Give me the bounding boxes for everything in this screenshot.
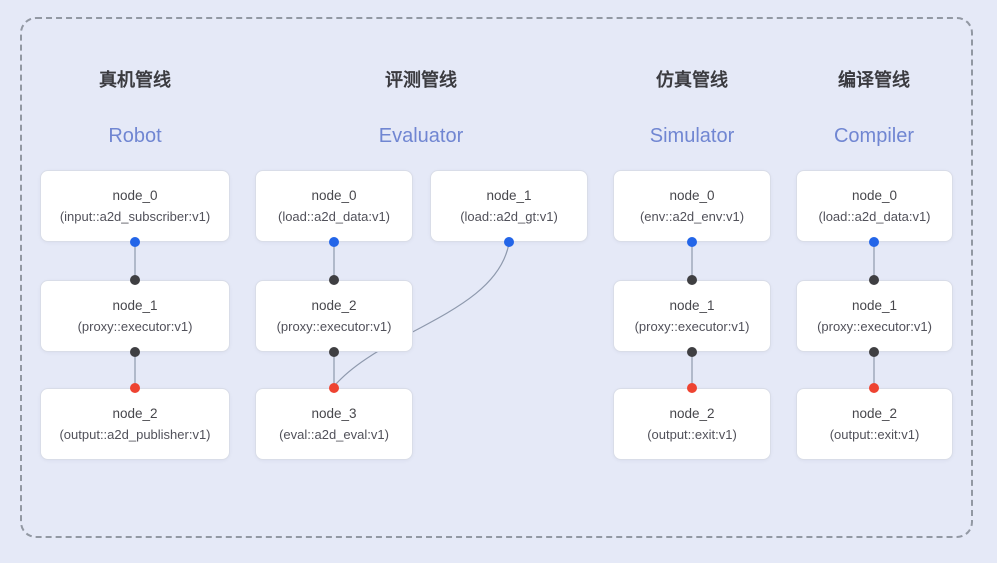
pipeline-title-en-compiler: Compiler [833,125,915,147]
node-simulator-0: node_0 (env::a2d_env:v1) [613,170,771,242]
node-compiler-2: node_2 (output::exit:v1) [796,388,953,460]
pipeline-title-zh-robot: 真机管线 [99,70,171,90]
node-type: (proxy::executor:v1) [276,318,392,334]
node-evaluator-2: node_2 (proxy::executor:v1) [255,280,413,352]
port-output-dot [504,237,514,247]
port-input-dot [130,275,140,285]
node-title: node_0 [669,188,715,204]
pipeline-title-en-simulator: Simulator [649,125,735,147]
node-type: (input::a2d_subscriber:v1) [59,208,211,224]
node-title: node_2 [851,406,898,422]
diagram-dashed-frame [20,17,973,538]
node-robot-0: node_0 (input::a2d_subscriber:v1) [40,170,230,242]
pipeline-title-en-robot: Robot [108,125,162,147]
node-type: (load::a2d_data:v1) [277,208,391,224]
port-output-dot [869,237,879,247]
node-type: (output::a2d_publisher:v1) [59,426,211,442]
pipeline-title-zh-simulator: 仿真管线 [656,70,728,90]
edge-evaluator-n1-n3-curve [335,242,510,385]
node-title: node_0 [311,188,357,204]
node-evaluator-0: node_0 (load::a2d_data:v1) [255,170,413,242]
node-title: node_2 [669,406,715,422]
node-type: (load::a2d_data:v1) [818,208,931,224]
node-compiler-1: node_1 (proxy::executor:v1) [796,280,953,352]
node-title: node_1 [112,298,158,314]
pipeline-title-zh-compiler: 编译管线 [838,70,910,90]
node-type: (proxy::executor:v1) [77,318,193,334]
node-simulator-1: node_1 (proxy::executor:v1) [613,280,771,352]
port-input-dot [687,275,697,285]
port-output-dot [130,347,140,357]
node-type: (load::a2d_gt:v1) [460,208,558,224]
node-type: (env::a2d_env:v1) [639,208,745,224]
node-title: node_2 [311,298,357,314]
node-title: node_0 [112,188,158,204]
node-type: (proxy::executor:v1) [817,318,932,334]
node-title: node_2 [112,406,158,422]
node-robot-2: node_2 (output::a2d_publisher:v1) [40,388,230,460]
port-output-dot [687,237,697,247]
node-title: node_3 [311,406,357,422]
node-type: (output::exit:v1) [647,426,737,442]
port-input-dot [329,275,339,285]
node-robot-1: node_1 (proxy::executor:v1) [40,280,230,352]
port-output-dot [687,347,697,357]
pipeline-title-en-evaluator: Evaluator [378,125,464,147]
port-input-dot [130,383,140,393]
port-input-dot [329,383,339,393]
port-output-dot [869,347,879,357]
port-output-dot [329,237,339,247]
node-title: node_0 [851,188,898,204]
port-input-dot [869,275,879,285]
pipeline-title-zh-evaluator: 评测管线 [385,70,457,90]
node-title: node_1 [851,298,898,314]
node-evaluator-3: node_3 (eval::a2d_eval:v1) [255,388,413,460]
node-compiler-0: node_0 (load::a2d_data:v1) [796,170,953,242]
node-title: node_1 [486,188,532,204]
node-type: (proxy::executor:v1) [634,318,750,334]
node-type: (eval::a2d_eval:v1) [279,426,389,442]
port-output-dot [329,347,339,357]
port-output-dot [130,237,140,247]
port-input-dot [869,383,879,393]
node-evaluator-1: node_1 (load::a2d_gt:v1) [430,170,588,242]
node-type: (output::exit:v1) [829,426,920,442]
node-title: node_1 [669,298,715,314]
node-simulator-2: node_2 (output::exit:v1) [613,388,771,460]
port-input-dot [687,383,697,393]
